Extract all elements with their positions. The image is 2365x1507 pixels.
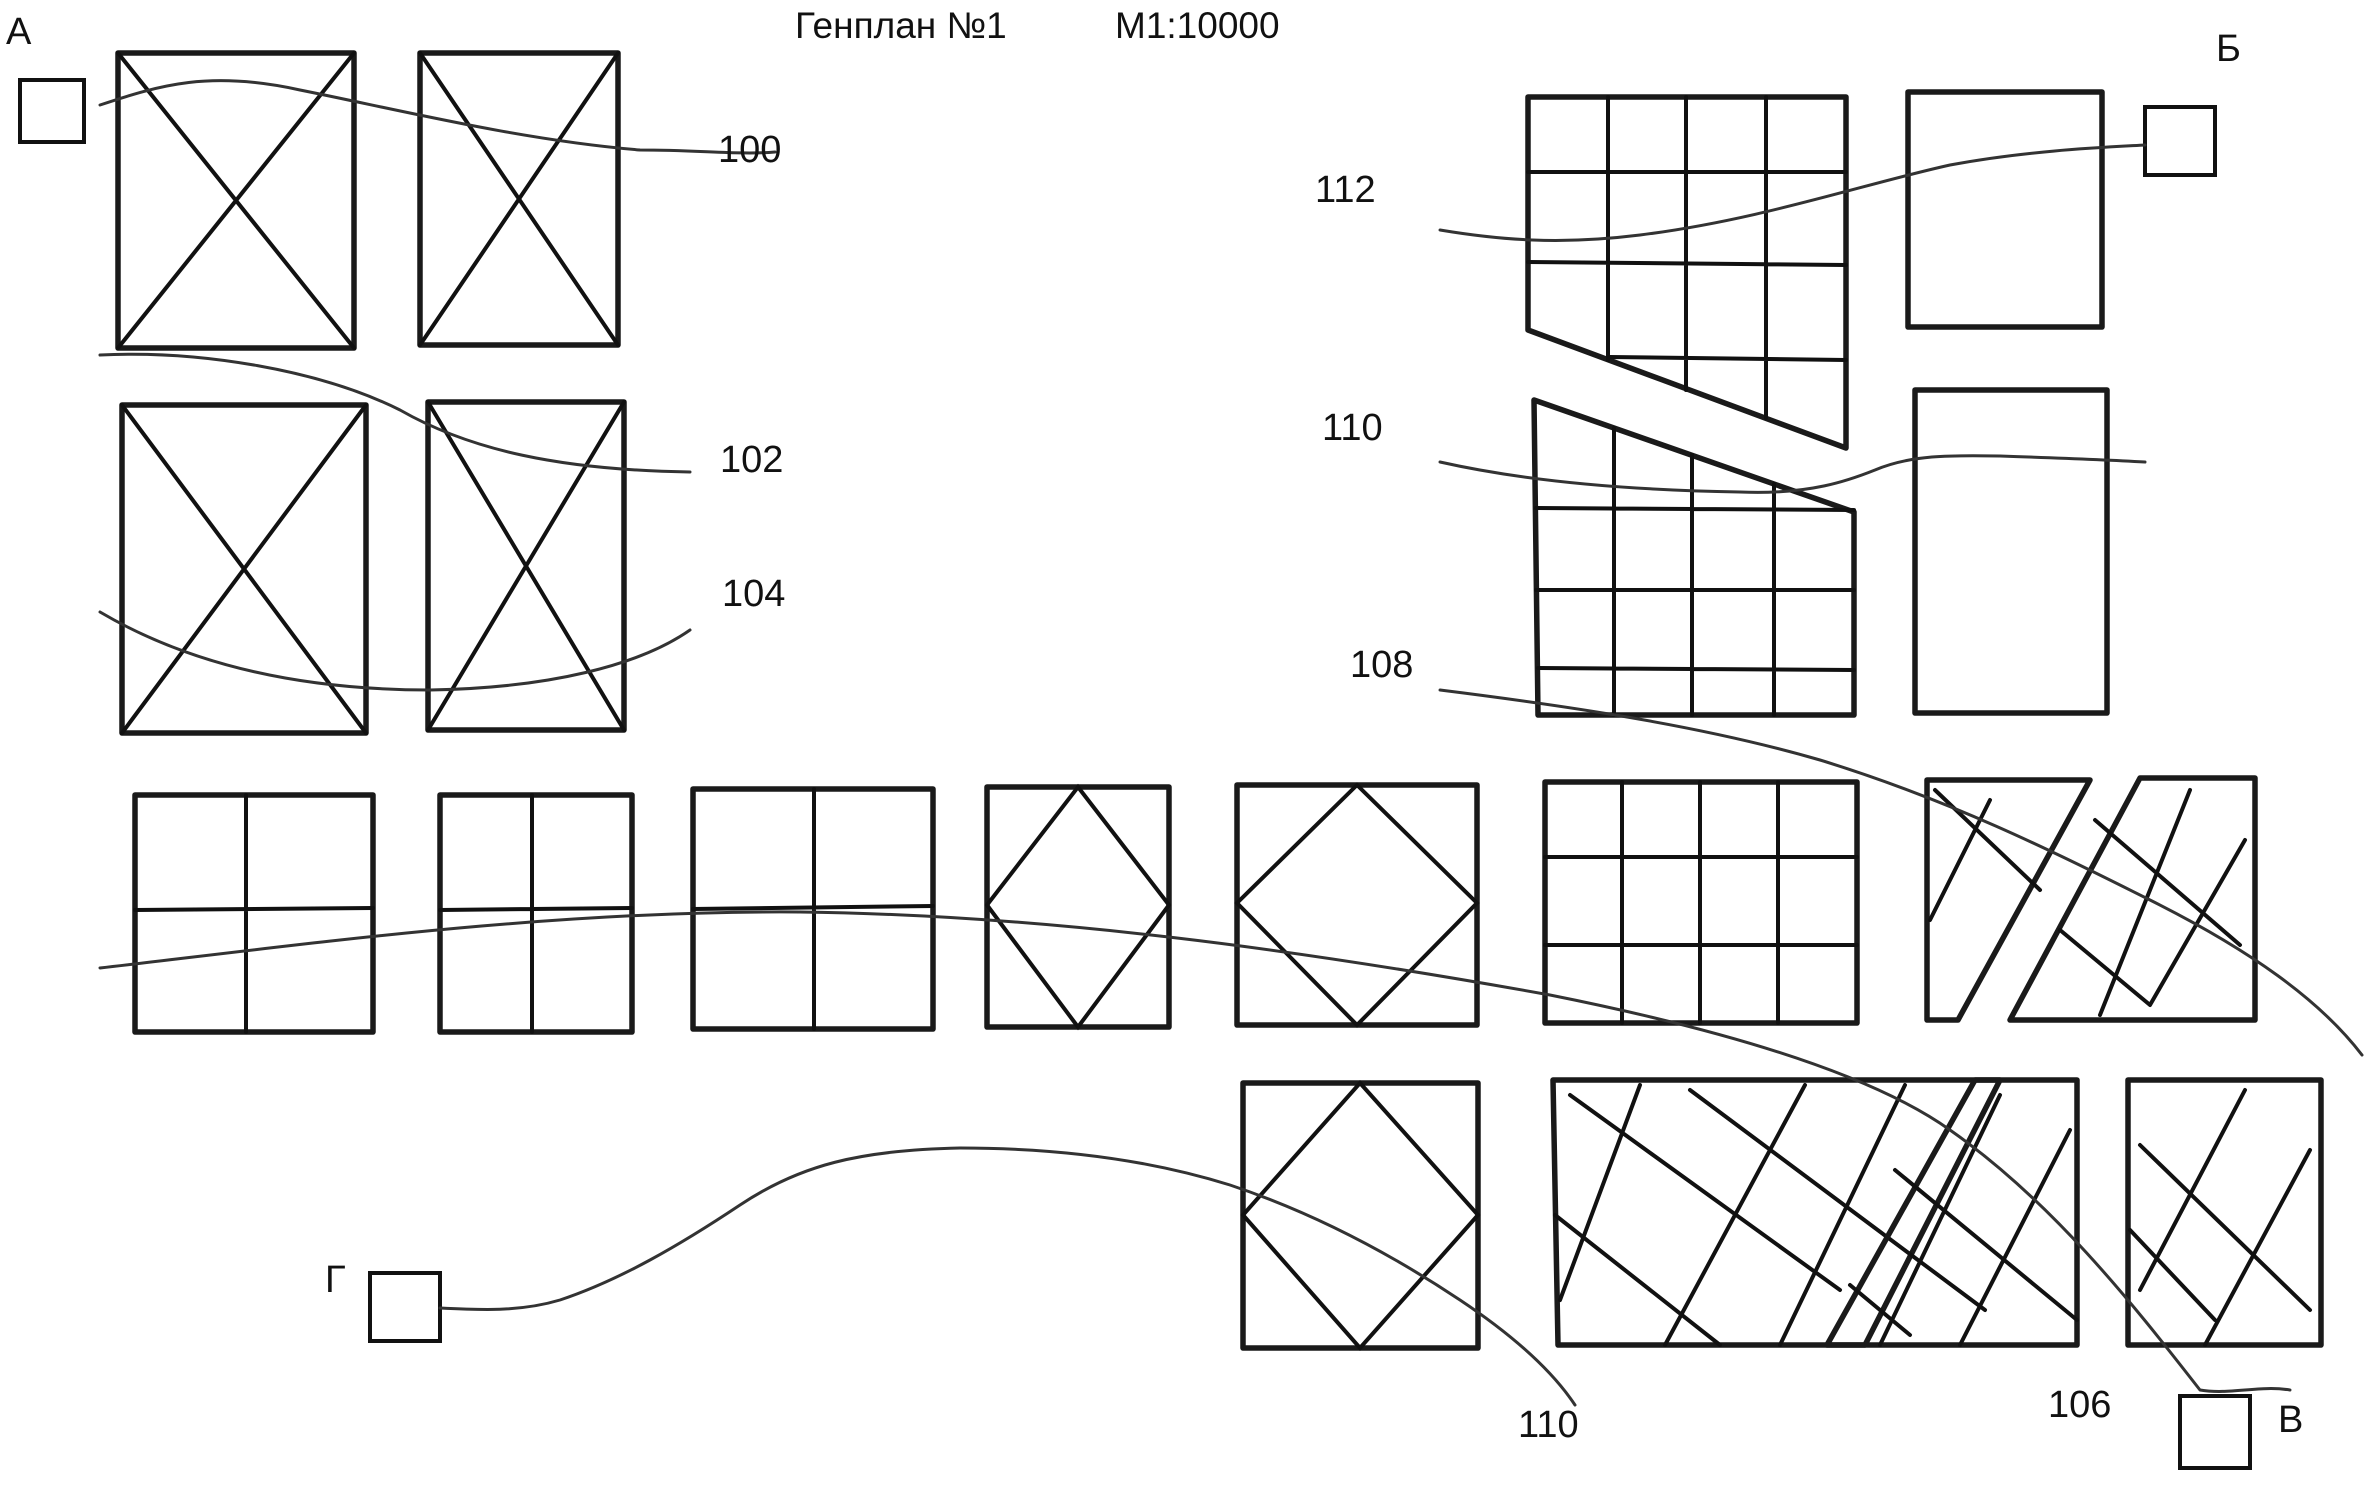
- contour-label-102: 102: [720, 439, 783, 481]
- contour-line-108: [1438, 688, 2364, 1057]
- benchmark-v-label: В: [2278, 1399, 2303, 1441]
- plan-title: Генплан №1: [795, 5, 1007, 46]
- benchmark-a: А: [6, 11, 86, 144]
- contour-line-110-bottom: [438, 1146, 1577, 1407]
- block-grid-top-right-upper: [1525, 94, 1849, 451]
- block-plus-3: [690, 786, 936, 1032]
- benchmark-b-label: Б: [2216, 28, 2241, 70]
- block-diamond-2: [1234, 782, 1480, 1028]
- contour-line-110-top: [1438, 454, 2147, 494]
- contour-label-108: 108: [1350, 644, 1413, 686]
- block-hatched-square: [2125, 1077, 2324, 1348]
- benchmark-v: В: [2178, 1394, 2303, 1470]
- contour-label-110-bottom: 110: [1518, 1404, 1579, 1446]
- benchmark-a-label: А: [6, 11, 32, 53]
- benchmark-b: Б: [2143, 28, 2241, 177]
- block-hatched-para-1: [1924, 777, 2093, 1023]
- block-grid-top-right-lower: [1531, 397, 1857, 718]
- contour-label-100: 100: [718, 129, 781, 171]
- block-crossed-2: [417, 50, 621, 348]
- contour-line-102: [98, 352, 692, 474]
- block-crossed-4: [425, 399, 627, 733]
- block-hatched-para-3: [1824, 1077, 2080, 1348]
- block-empty-right-2: [1912, 387, 2110, 716]
- block-plus-2: [437, 792, 635, 1035]
- contour-line-106: [98, 910, 2292, 1393]
- plan-scale: М1:10000: [1115, 5, 1280, 46]
- block-diamond-3: [1240, 1079, 1481, 1352]
- block-crossed-3: [119, 402, 369, 736]
- contour-label-110-top: 110: [1322, 407, 1383, 449]
- contour-line-100: [98, 79, 777, 155]
- block-hatched-para-2: [2007, 775, 2258, 1023]
- benchmark-g: Г: [325, 1259, 442, 1343]
- contour-label-112: 112: [1315, 169, 1376, 211]
- benchmark-g-label: Г: [325, 1259, 346, 1301]
- contour-label-106: 106: [2048, 1384, 2111, 1426]
- contour-line-112: [1438, 143, 2147, 242]
- block-grid-middle: [1542, 779, 1860, 1026]
- block-crossed-1: [115, 50, 357, 351]
- contour-label-104: 104: [722, 573, 785, 615]
- block-diamond-1: [984, 783, 1172, 1031]
- block-plus-1: [132, 792, 376, 1035]
- contour-line-104: [98, 610, 692, 692]
- block-empty-right-1: [1905, 89, 2105, 330]
